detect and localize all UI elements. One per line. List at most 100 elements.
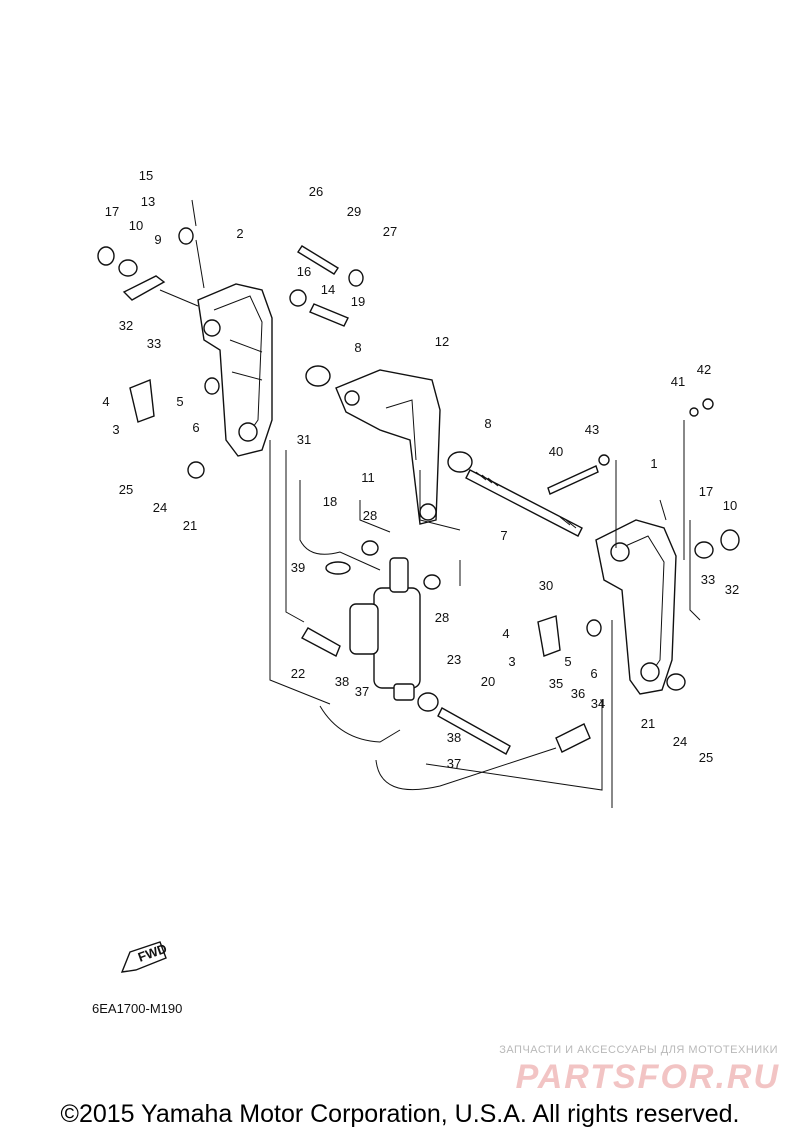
callout-label: 9 (154, 232, 161, 247)
callout-label: 29 (347, 204, 361, 219)
nut-10-right (694, 541, 714, 559)
pin-15 (191, 199, 197, 227)
callout-label: 36 (571, 686, 585, 701)
bolt-26 (297, 245, 339, 275)
callout-label: 39 (291, 560, 305, 575)
bolt-40 (547, 465, 599, 495)
bushing-16 (289, 289, 307, 307)
callout-label: 6 (192, 420, 199, 435)
callout-label: 22 (291, 666, 305, 681)
callout-label: 32 (119, 318, 133, 333)
callout-label: 15 (139, 168, 153, 183)
callout-label: 41 (671, 374, 685, 389)
callout-label: 23 (447, 652, 461, 667)
callout-label: 18 (323, 494, 337, 509)
callout-label: 28 (435, 610, 449, 625)
callout-label: 3 (112, 422, 119, 437)
callout-label: 10 (129, 218, 143, 233)
grommet-6-right (586, 619, 602, 637)
diagram-code: 6EA1700-M190 (92, 1001, 183, 1016)
callout-label: 8 (484, 416, 491, 431)
callout-label: 14 (321, 282, 335, 297)
callout-label: 5 (176, 394, 183, 409)
callout-label: 25 (699, 750, 713, 765)
callout-label: 17 (699, 484, 713, 499)
callout-label: 21 (641, 716, 655, 731)
callout-label: 27 (383, 224, 397, 239)
callout-label: 33 (701, 572, 715, 587)
callout-label: 24 (153, 500, 167, 515)
callout-label: 42 (697, 362, 711, 377)
callout-label: 8 (354, 340, 361, 355)
bushing-8 (447, 451, 473, 473)
washer-41 (689, 407, 699, 417)
callout-label: 20 (481, 674, 495, 689)
tilt-rod (465, 469, 583, 537)
watermark-tagline: ЗАПЧАСТИ И АКСЕССУАРЫ ДЛЯ МОТОТЕХНИКИ (499, 1044, 778, 1056)
clamp-34 (555, 723, 591, 753)
cap-13 (178, 227, 194, 245)
callout-label: 3 (508, 654, 515, 669)
copyright-notice: ©2015 Yamaha Motor Corporation, U.S.A. A… (60, 1100, 740, 1128)
collar-27 (348, 269, 364, 287)
callout-label: 34 (591, 696, 605, 711)
washer-43 (598, 454, 610, 466)
right-clamp-bracket (595, 519, 677, 695)
pipe-20 (437, 707, 511, 755)
callout-label: 11 (361, 470, 375, 485)
collar-21-right (666, 673, 686, 691)
callout-label: 26 (309, 184, 323, 199)
wire-18 (299, 480, 381, 571)
callout-label: 10 (723, 498, 737, 513)
callout-label: 31 (297, 432, 311, 447)
callout-label: 38 (447, 730, 461, 745)
grommet-6-left (204, 377, 220, 395)
callout-label: 40 (549, 444, 563, 459)
callout-label: 7 (500, 528, 507, 543)
callout-label: 5 (564, 654, 571, 669)
bushing-8-upper (305, 365, 331, 387)
callout-label: 17 (105, 204, 119, 219)
callout-label: 6 (590, 666, 597, 681)
left-clamp-bracket (197, 283, 273, 457)
swivel-bracket (335, 369, 441, 525)
collar-21-left (187, 461, 205, 479)
callout-label: 30 (539, 578, 553, 593)
callout-label: 37 (447, 756, 461, 771)
lever-3-left (129, 379, 155, 423)
callout-label: 24 (673, 734, 687, 749)
callout-label: 16 (297, 264, 311, 279)
shaft-14 (309, 303, 349, 327)
callout-label: 13 (141, 194, 155, 209)
callout-label: 12 (435, 334, 449, 349)
tilt-motor-unit (349, 557, 421, 701)
callout-label: 4 (502, 626, 509, 641)
callout-label: 4 (102, 394, 109, 409)
callout-label: 21 (183, 518, 197, 533)
callout-label: 35 (549, 676, 563, 691)
collar-23 (417, 692, 439, 712)
callout-label: 25 (119, 482, 133, 497)
callout-label: 2 (236, 226, 243, 241)
callout-label: 28 (363, 508, 377, 523)
pin-22 (301, 627, 341, 657)
plate-9 (122, 275, 166, 301)
callout-label: 37 (355, 684, 369, 699)
watermark-logo: PARTSFOR.RU (515, 1058, 780, 1096)
cap-17-right (720, 529, 740, 551)
ground-lead (319, 705, 401, 743)
callout-label: 38 (335, 674, 349, 689)
cap-17-left (97, 246, 115, 266)
callout-label: 1 (650, 456, 657, 471)
callout-label: 33 (147, 336, 161, 351)
callout-label: 43 (585, 422, 599, 437)
wire-lead-39 (325, 561, 351, 575)
harness-wire (375, 747, 557, 791)
callout-label: 32 (725, 582, 739, 597)
callout-label: 19 (351, 294, 365, 309)
nut-10-left (118, 259, 138, 277)
fwd-arrow-icon: FWD (120, 941, 169, 973)
nut-42 (702, 398, 714, 410)
